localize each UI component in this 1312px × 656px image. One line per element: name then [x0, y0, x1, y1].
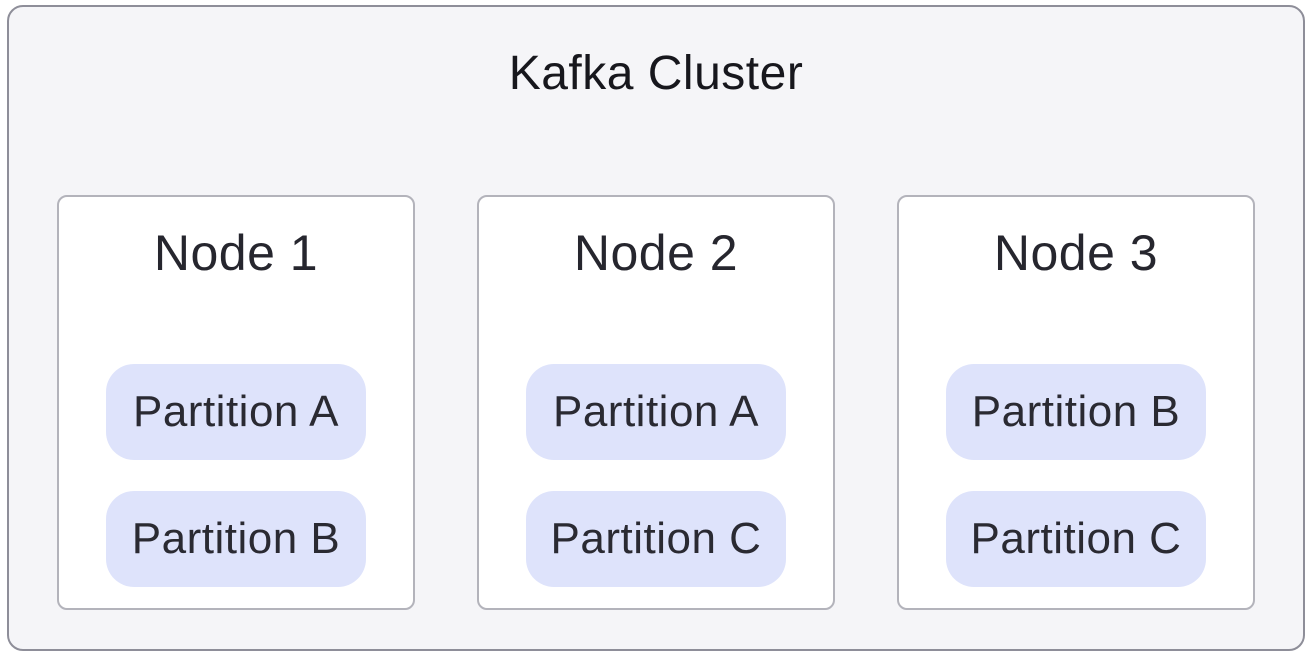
partition-pill: Partition A: [526, 364, 786, 460]
partition-pill: Partition C: [946, 491, 1206, 587]
node-card-2: Node 2 Partition A Partition C: [477, 195, 835, 610]
cluster-title: Kafka Cluster: [508, 47, 804, 100]
kafka-cluster-container: Kafka Cluster Node 1 Partition A Partiti…: [7, 5, 1305, 651]
node-title: Node 1: [153, 225, 319, 281]
partition-pill: Partition A: [106, 364, 366, 460]
node-title: Node 2: [573, 225, 739, 281]
node-card-3: Node 3 Partition B Partition C: [897, 195, 1255, 610]
nodes-row: Node 1 Partition A Partition B Node 2 Pa…: [57, 195, 1255, 610]
node-card-1: Node 1 Partition A Partition B: [57, 195, 415, 610]
partition-pill: Partition C: [526, 491, 786, 587]
partition-pill: Partition B: [106, 491, 366, 587]
node-title: Node 3: [993, 225, 1159, 281]
partition-pill: Partition B: [946, 364, 1206, 460]
